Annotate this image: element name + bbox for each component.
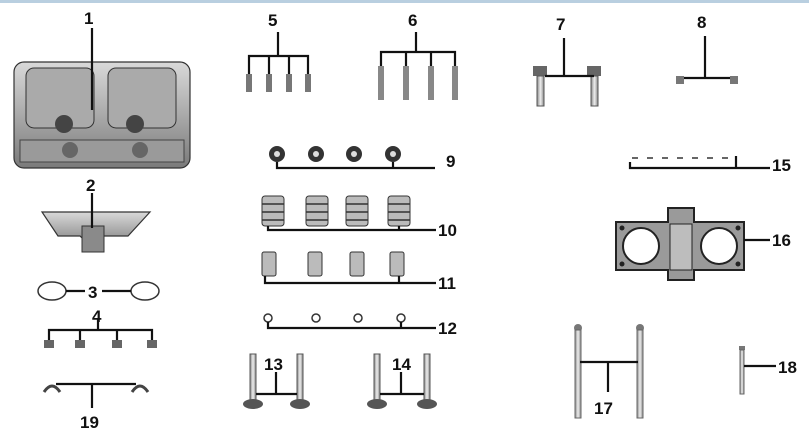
callout-4: 4 (92, 307, 102, 326)
o-ring-part (37, 281, 160, 301)
leader-line-11 (263, 276, 436, 285)
callout-11: 11 (438, 274, 456, 293)
clip-part (42, 384, 150, 393)
valve-guide-part (246, 74, 311, 92)
leader-line-15 (628, 156, 770, 170)
callout-17: 17 (594, 399, 613, 418)
cylinder-head-part (13, 61, 191, 169)
leader-line-10 (266, 226, 436, 232)
intake-valve-part (243, 353, 310, 409)
outer-spring-part (261, 195, 411, 227)
cylinder-head-gasket-part (615, 207, 745, 281)
callout-8: 8 (697, 13, 706, 32)
retainer-part (263, 313, 406, 323)
callout-14: 14 (392, 355, 411, 374)
callout-6: 6 (408, 11, 417, 30)
callout-5: 5 (268, 11, 277, 30)
leader-line-7 (545, 38, 594, 78)
callout-19: 19 (80, 413, 99, 432)
callout-3: 3 (88, 283, 97, 302)
leader-line-4 (47, 318, 154, 340)
leader-line-8 (684, 36, 730, 80)
leader-line-13 (256, 372, 297, 396)
leader-line-12 (266, 322, 436, 330)
leader-line-17 (580, 360, 638, 392)
leader-line-6 (379, 32, 457, 66)
intake-manifold-part (40, 211, 152, 253)
callout-9: 9 (446, 152, 455, 171)
adjuster-part (533, 66, 601, 107)
callout-15: 15 (772, 156, 791, 175)
leader-line-5 (247, 32, 310, 74)
exhaust-valve-part (367, 353, 437, 409)
callout-18: 18 (778, 358, 797, 377)
callout-2: 2 (86, 176, 95, 195)
callout-13: 13 (264, 355, 283, 374)
cap-part (44, 340, 157, 348)
stud-bolt-part (574, 324, 644, 419)
outer-spring-coils (262, 203, 410, 221)
callout-7: 7 (556, 15, 565, 34)
leader-line-9 (275, 162, 435, 170)
leader-line-19 (56, 382, 136, 408)
callout-16: 16 (772, 231, 791, 250)
callout-12: 12 (438, 319, 457, 338)
leader-line-14 (380, 372, 424, 396)
long-guide-part (378, 66, 458, 100)
inner-spring-part (261, 251, 405, 277)
callout-1: 1 (84, 9, 93, 28)
pin-part (676, 76, 738, 84)
bolt-part (739, 346, 745, 395)
spring-seat-part (269, 146, 401, 162)
callout-10: 10 (438, 221, 457, 240)
